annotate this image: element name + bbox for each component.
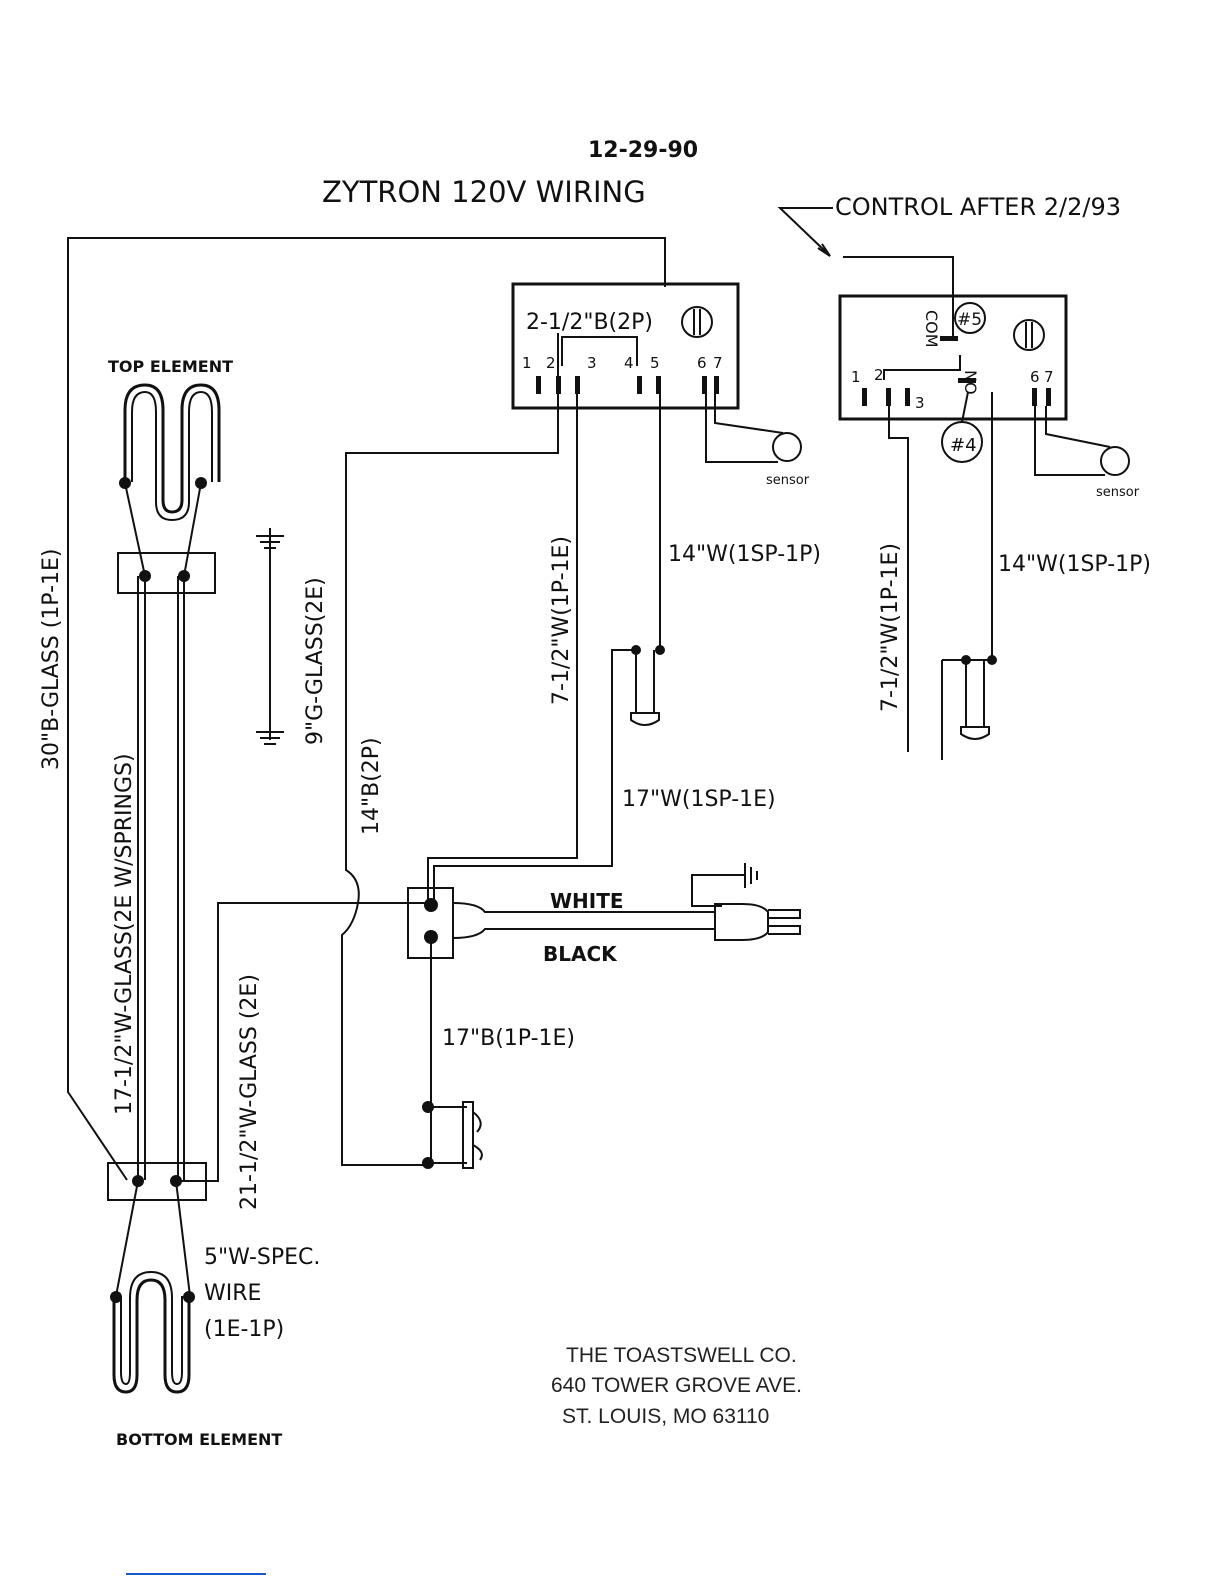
label-black: BLACK xyxy=(543,942,618,966)
wire-21-half-w-glass xyxy=(176,902,432,1182)
sensor-right-lead-1 xyxy=(1034,406,1105,476)
svg-text:1: 1 xyxy=(851,368,861,386)
control-left-jumper xyxy=(561,336,638,366)
top-element-label: TOP ELEMENT xyxy=(108,357,233,376)
label-7-half-w-left: 7-1/2"W(1P-1E) xyxy=(549,536,574,705)
sensor-right-label: sensor xyxy=(1096,485,1140,500)
switch xyxy=(422,1101,483,1169)
label-17-w: 17"W(1SP-1E) xyxy=(622,787,776,812)
plug-ground-wire xyxy=(691,874,745,907)
label-7-half-w-right: 7-1/2"W(1P-1E) xyxy=(878,543,903,712)
control-left-knob xyxy=(681,306,713,338)
sensor-right-icon xyxy=(1100,446,1130,476)
control-right-knob xyxy=(1013,319,1045,351)
plug-prongs xyxy=(768,909,801,935)
svg-text:4: 4 xyxy=(624,354,634,372)
annotation-5-circle xyxy=(954,302,986,334)
label-9-g-glass: 9"G-GLASS(2E) xyxy=(303,577,328,745)
top-heating-element xyxy=(123,383,221,522)
control-right-no-pin xyxy=(958,378,976,383)
control-note-leader xyxy=(777,207,833,253)
company-name: THE TOASTSWELL CO. xyxy=(566,1344,797,1367)
control-right-jumper xyxy=(883,355,961,380)
wire-7-half-w-right xyxy=(888,406,909,752)
svg-text:2: 2 xyxy=(874,366,884,384)
annotation-4: #4 xyxy=(950,435,977,456)
diagram-title: ZYTRON 120V WIRING xyxy=(322,175,646,209)
lamp-socket-right xyxy=(941,655,997,760)
control-left-knob-slot xyxy=(693,309,701,335)
top-terminal-block xyxy=(117,552,216,594)
control-note-arrowhead xyxy=(817,243,831,257)
lamp-socket-left xyxy=(630,645,665,726)
svg-text:6: 6 xyxy=(697,354,707,372)
control-right-pins xyxy=(862,388,1051,406)
junction-terminal-white xyxy=(424,898,438,912)
svg-text:3: 3 xyxy=(587,354,597,372)
bottom-heating-element xyxy=(112,1270,191,1394)
wire-14-b xyxy=(341,333,559,1166)
control-box-left xyxy=(511,282,740,410)
control-right-top-wire xyxy=(843,256,954,340)
control-left-pin-numbers: 1 2 3 4 5 6 7 xyxy=(522,354,723,372)
label-21-half-w-glass: 21-1/2"W-GLASS (2E) xyxy=(237,974,262,1210)
wire-30-b-glass xyxy=(67,237,666,1181)
sensor-right-lead-2 xyxy=(1045,406,1111,448)
label-14-w-left: 14"W(1SP-1P) xyxy=(668,542,821,567)
power-cord xyxy=(452,902,769,941)
ground-wire-9-g-glass xyxy=(256,528,284,745)
wire-17-w xyxy=(433,649,636,903)
label-spec-wire-2: WIRE xyxy=(204,1281,261,1306)
sensor-left-icon xyxy=(772,432,802,462)
svg-text:7: 7 xyxy=(713,354,723,372)
label-spec-wire-3: (1E-1P) xyxy=(204,1317,284,1342)
top-element-leads xyxy=(124,482,202,577)
svg-text:6: 6 xyxy=(1030,368,1040,386)
svg-text:1: 1 xyxy=(522,354,532,372)
control-right-com: COM xyxy=(922,310,941,348)
control-after-note: CONTROL AFTER 2/2/93 xyxy=(835,193,1121,221)
wiring-diagram: 12-29-90 ZYTRON 120V WIRING CONTROL AFTE… xyxy=(39,138,1151,1449)
control-right-knob-slot xyxy=(1025,322,1033,348)
label-17-b: 17"B(1P-1E) xyxy=(442,1026,575,1051)
wire-7-half-w-left xyxy=(427,394,578,903)
sensor-left-label: sensor xyxy=(766,473,810,488)
sensor-left-lead-1 xyxy=(705,394,778,463)
company-city: ST. LOUIS, MO 63110 xyxy=(562,1405,769,1428)
wire-17-half-w-glass-b xyxy=(177,576,185,1180)
svg-text:2: 2 xyxy=(546,354,556,372)
annotation-4-arrow xyxy=(961,391,969,423)
bottom-element-label: BOTTOM ELEMENT xyxy=(116,1430,282,1449)
control-left-pins xyxy=(536,376,719,394)
control-right-com-pin xyxy=(940,336,958,341)
scan-margin xyxy=(0,1468,1225,1585)
annotation-5: #5 xyxy=(957,310,982,330)
svg-text:7: 7 xyxy=(1044,368,1054,386)
control-box-right xyxy=(838,294,1068,421)
control-left-label: 2-1/2"B(2P) xyxy=(526,310,653,335)
label-spec-wire-1: 5"W-SPEC. xyxy=(204,1245,320,1270)
plug-ground-symbol xyxy=(744,863,758,888)
sensor-left-lead-2 xyxy=(714,394,784,434)
company-address: 640 TOWER GROVE AVE. xyxy=(551,1374,802,1397)
svg-text:5: 5 xyxy=(650,354,660,372)
bottom-element-leads xyxy=(115,1180,191,1297)
label-30-b-glass: 30"B-GLASS (1P-1E) xyxy=(39,548,64,770)
control-right-pin-numbers: 1 2 3 6 7 xyxy=(851,366,1054,412)
label-white: WHITE xyxy=(550,889,624,913)
label-17-half-w-glass: 17-1/2"W-GLASS(2E W/SPRINGS) xyxy=(112,753,137,1115)
wire-17-half-w-glass-a xyxy=(137,576,146,1180)
diagram-date: 12-29-90 xyxy=(588,138,698,163)
label-14-w-right: 14"W(1SP-1P) xyxy=(998,552,1151,577)
bottom-element-terminal-left xyxy=(110,1291,122,1303)
label-14-b: 14"B(2P) xyxy=(359,737,384,835)
scan-marker xyxy=(126,1573,266,1575)
bottom-element-terminal-right xyxy=(183,1291,195,1303)
svg-text:3: 3 xyxy=(915,394,925,412)
